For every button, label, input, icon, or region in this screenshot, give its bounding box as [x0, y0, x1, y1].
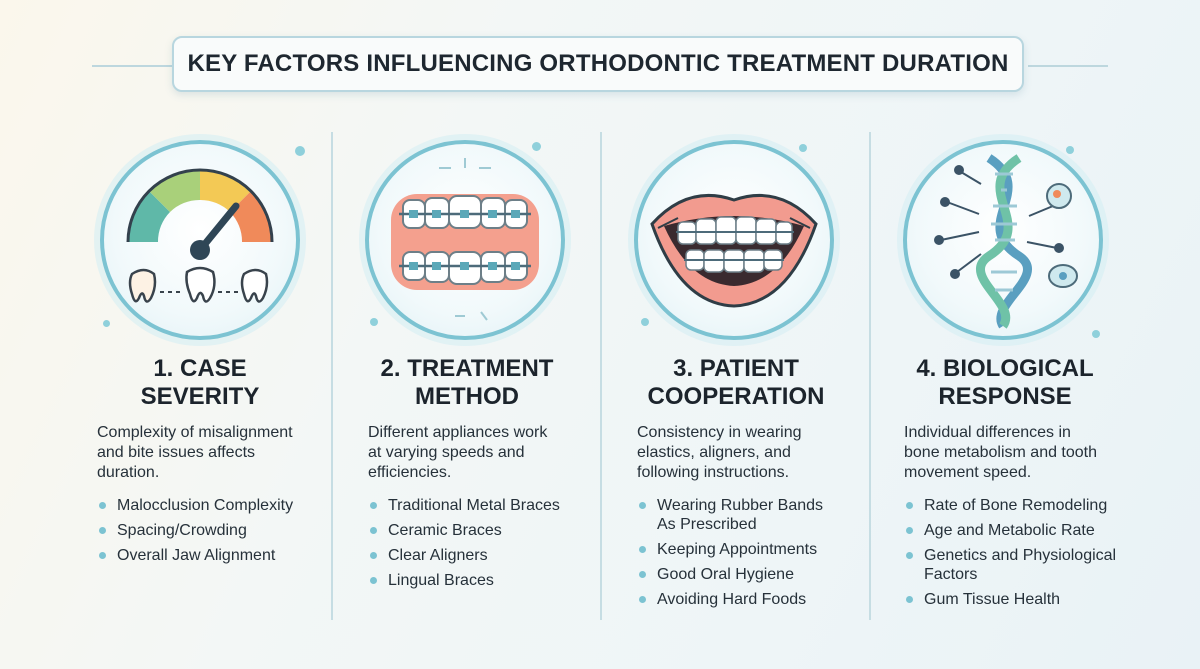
- list-item-text: Wearing Rubber Bands: [657, 497, 824, 514]
- list-item: Keeping Appointments: [637, 540, 823, 559]
- description-line: Consistency in wearing: [637, 424, 802, 441]
- title-rule-right: [1028, 65, 1108, 67]
- heading-line-2: SEVERITY: [140, 383, 260, 410]
- list-item-text: Gum Tissue Health: [924, 591, 1061, 608]
- list-item: Age and Metabolic Rate: [904, 521, 1116, 540]
- factor-heading: 1. CASE SEVERITY: [65, 355, 335, 411]
- bullet-dot: [906, 596, 913, 603]
- decorative-dot: [103, 320, 110, 327]
- heading-line-2: RESPONSE: [938, 383, 1072, 410]
- list-item: Spacing/Crowding: [97, 521, 293, 540]
- factor-bullets: Wearing Rubber Bands As Prescribed Keepin…: [637, 496, 823, 615]
- bullet-dot: [99, 527, 106, 534]
- list-item: Good Oral Hygiene: [637, 565, 823, 584]
- description-line: Different appliances work: [368, 424, 548, 441]
- list-item-text: Traditional Metal Braces: [388, 497, 560, 514]
- description-line: duration.: [97, 464, 160, 481]
- gauge-with-teeth-icon: [100, 140, 300, 340]
- list-item: Traditional Metal Braces: [368, 496, 560, 515]
- list-item-text: Genetics and Physiological: [924, 547, 1117, 564]
- factor-description: Complexity of misalignment and bite issu…: [97, 423, 293, 483]
- list-item-text: Ceramic Braces: [388, 522, 502, 539]
- column-divider: [869, 132, 871, 620]
- bullet-dot: [639, 502, 646, 509]
- bullet-dot: [370, 552, 377, 559]
- factor-description: Different appliances work at varying spe…: [368, 423, 547, 483]
- description-line: efficiencies.: [368, 464, 452, 481]
- list-item-text: Overall Jaw Alignment: [117, 547, 276, 564]
- list-item-text: Rate of Bone Remodeling: [924, 497, 1108, 514]
- factor-bullets: Malocclusion Complexity Spacing/Crowding…: [97, 496, 293, 571]
- description-line: at varying speeds and: [368, 444, 525, 461]
- decorative-dot: [295, 146, 305, 156]
- factor-bullets: Traditional Metal Braces Ceramic Braces …: [368, 496, 560, 596]
- description-line: bone metabolism and tooth: [904, 444, 1098, 461]
- list-item-text: Keeping Appointments: [657, 541, 818, 558]
- list-item: Wearing Rubber Bands As Prescribed: [637, 496, 823, 534]
- description-line: and bite issues affects: [97, 444, 256, 461]
- list-item-text-continued: Factors: [924, 566, 978, 583]
- bullet-dot: [639, 596, 646, 603]
- factor-bullets: Rate of Bone Remodeling Age and Metaboli…: [904, 496, 1116, 615]
- factor-heading: 4. BIOLOGICAL RESPONSE: [870, 355, 1140, 411]
- factor-description: Consistency in wearing elastics, aligner…: [637, 423, 802, 483]
- list-item: Gum Tissue Health: [904, 590, 1116, 609]
- list-item-text: Clear Aligners: [388, 547, 488, 564]
- list-item-text: Malocclusion Complexity: [117, 497, 294, 514]
- description-line: elastics, aligners, and: [637, 444, 791, 461]
- decorative-dot: [370, 318, 378, 326]
- title-rule-left: [92, 65, 172, 67]
- bullet-dot: [906, 502, 913, 509]
- list-item-text: Age and Metabolic Rate: [924, 522, 1095, 539]
- list-item: Rate of Bone Remodeling: [904, 496, 1116, 515]
- heading-line-2: COOPERATION: [647, 383, 825, 410]
- decorative-dot: [1092, 330, 1100, 338]
- heading-line-1: 3. PATIENT: [673, 355, 799, 382]
- list-item-text: Spacing/Crowding: [117, 522, 247, 539]
- decorative-dot: [532, 142, 541, 151]
- heading-line-1: 4. BIOLOGICAL: [916, 355, 1094, 382]
- bullet-dot: [639, 546, 646, 553]
- list-item: Overall Jaw Alignment: [97, 546, 293, 565]
- heading-line-1: 2. TREATMENT: [380, 355, 554, 382]
- list-item: Avoiding Hard Foods: [637, 590, 823, 609]
- dna-helix-icon: [903, 140, 1103, 340]
- bullet-dot: [99, 552, 106, 559]
- column-divider: [600, 132, 602, 620]
- description-line: Complexity of misalignment: [97, 424, 293, 441]
- factor-heading: 2. TREATMENT METHOD: [332, 355, 602, 411]
- list-item-text: Avoiding Hard Foods: [657, 591, 807, 608]
- list-item: Malocclusion Complexity: [97, 496, 293, 515]
- decorative-dot: [641, 318, 649, 326]
- bullet-dot: [370, 527, 377, 534]
- bullet-dot: [370, 502, 377, 509]
- decorative-dot: [1066, 146, 1074, 154]
- heading-line-1: 1. CASE: [153, 355, 247, 382]
- column-divider: [331, 132, 333, 620]
- decorative-dot: [799, 144, 807, 152]
- heading-line-2: METHOD: [415, 383, 519, 410]
- list-item: Clear Aligners: [368, 546, 560, 565]
- list-item-text: Good Oral Hygiene: [657, 566, 794, 583]
- list-item: Ceramic Braces: [368, 521, 560, 540]
- factor-heading: 3. PATIENT COOPERATION: [601, 355, 871, 411]
- page-title: KEY FACTORS INFLUENCING ORTHODONTIC TREA…: [187, 50, 1009, 77]
- list-item: Lingual Braces: [368, 571, 560, 590]
- bullet-dot: [906, 527, 913, 534]
- bullet-dot: [906, 552, 913, 559]
- braces-teeth-icon: [365, 140, 565, 340]
- description-line: Individual differences in: [904, 424, 1071, 441]
- bullet-dot: [99, 502, 106, 509]
- bullet-dot: [639, 571, 646, 578]
- description-line: movement speed.: [904, 464, 1032, 481]
- title-banner: KEY FACTORS INFLUENCING ORTHODONTIC TREA…: [172, 36, 1024, 92]
- bullet-dot: [370, 577, 377, 584]
- description-line: following instructions.: [637, 464, 790, 481]
- smile-with-braces-icon: [634, 140, 834, 340]
- factor-description: Individual differences in bone metabolis…: [904, 423, 1097, 483]
- list-item-text: Lingual Braces: [388, 572, 494, 589]
- list-item-text-continued: As Prescribed: [657, 516, 757, 533]
